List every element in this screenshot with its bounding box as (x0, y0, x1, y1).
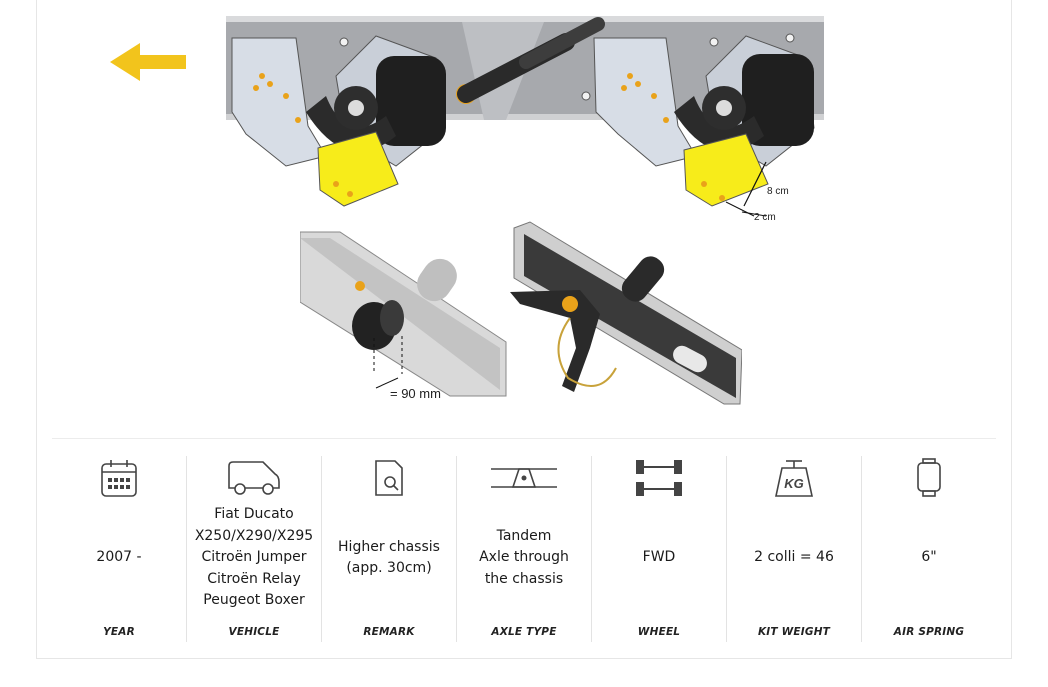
spec-axle-type: Tandem Axle through the chassis AXLE TYP… (456, 456, 591, 642)
document-search-icon (322, 456, 456, 500)
spec-remark-value: Higher chassis (app. 30cm) (338, 538, 440, 577)
spec-year-label: YEAR (103, 626, 135, 638)
spec-axle-type-value: Tandem Axle through the chassis (479, 527, 569, 587)
spec-kit-weight: KG 2 colli = 46 KIT WEIGHT (726, 456, 861, 642)
axle-icon (457, 456, 591, 500)
calendar-icon (52, 456, 186, 500)
weight-kg-icon-text: KG (784, 476, 804, 491)
spec-kit-weight-value: 2 colli = 46 (754, 549, 834, 566)
spec-axle-type-label: AXLE TYPE (491, 626, 557, 638)
measure-2cm-label: 2 cm (754, 212, 776, 223)
spec-air-spring: 6" AIR SPRING (861, 456, 996, 642)
measure-90mm-label: = 90 mm (390, 386, 441, 401)
spec-air-spring-value: 6" (921, 549, 937, 566)
weight-kg-icon: KG (727, 456, 861, 500)
suspension-side-view-illustration: 8 cm 2 cm (226, 16, 824, 232)
spec-remark-label: REMARK (363, 626, 415, 638)
spec-wheel-label: WHEEL (637, 626, 681, 638)
spec-year-value: 2007 - (96, 549, 142, 566)
spec-kit-weight-label: KIT WEIGHT (757, 626, 831, 638)
chassis-rail-illustration: = 90 mm (300, 218, 742, 405)
spec-air-spring-label: AIR SPRING (893, 626, 965, 638)
spec-row: 2007 - YEAR Fiat Ducato X250/X290/X295 C… (52, 456, 996, 642)
air-spring-icon (862, 456, 996, 500)
arrow-left-icon[interactable] (108, 40, 188, 84)
spec-vehicle-value: Fiat Ducato X250/X290/X295 Citroën Jumpe… (194, 506, 314, 609)
spec-year: 2007 - YEAR (52, 456, 186, 642)
spec-wheel-value: FWD (642, 549, 676, 566)
spec-wheel: FWD WHEEL (591, 456, 726, 642)
section-divider (52, 438, 996, 439)
van-icon (187, 456, 321, 500)
spec-vehicle-label: VEHICLE (228, 626, 280, 638)
spec-remark: Higher chassis (app. 30cm) REMARK (321, 456, 456, 642)
spec-vehicle: Fiat Ducato X250/X290/X295 Citroën Jumpe… (186, 456, 321, 642)
wheel-axle-icon (592, 456, 726, 500)
measure-8cm-label: 8 cm (767, 186, 789, 197)
